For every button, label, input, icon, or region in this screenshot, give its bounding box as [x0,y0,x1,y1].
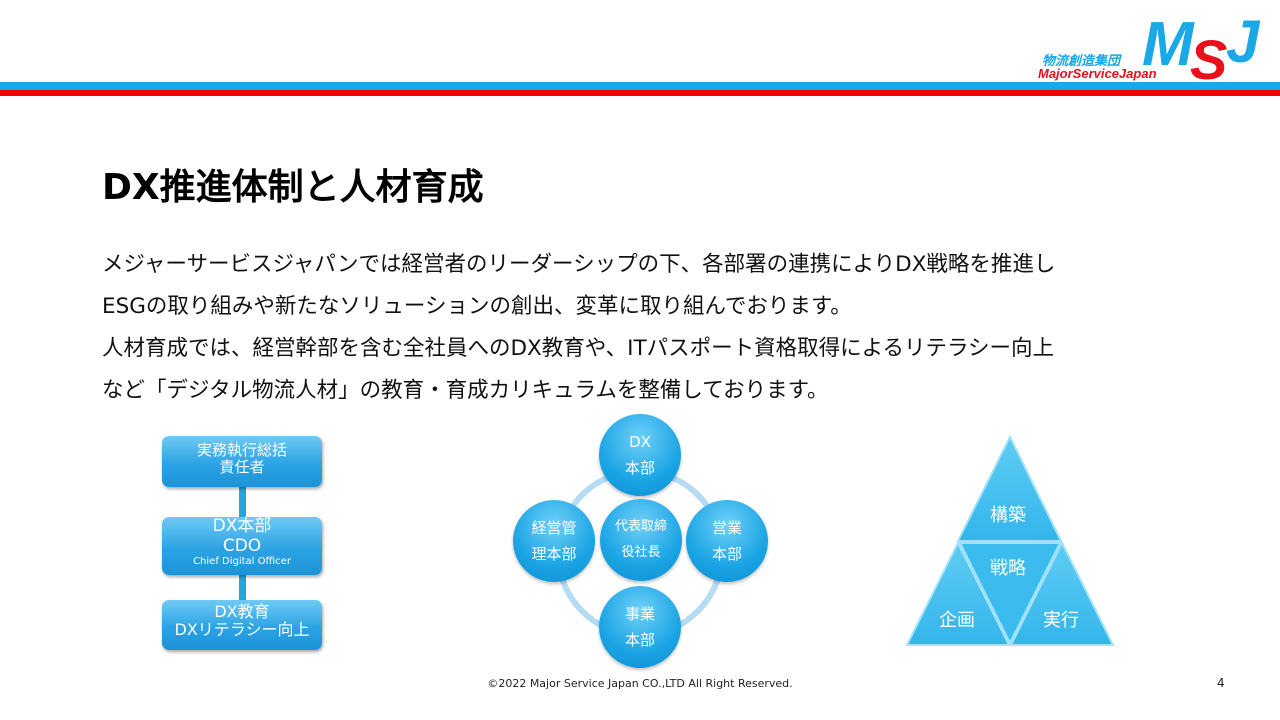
logo-j: J [1226,8,1260,75]
header-red-bar [0,90,1280,96]
org-box-line: CDO [222,535,262,556]
circle-management: 経営管理本部 [513,500,595,582]
body-text: メジャーサービスジャパンでは経営者のリーダーシップの下、各部署の連携によりDX戦… [102,244,1055,412]
circle-label: 代表取締 [614,519,667,534]
circle-label: DX [629,433,651,451]
page-title: DX推進体制と人材育成 [102,167,484,208]
triangle-left [905,540,1011,646]
org-box-executive: 実務執行総括 責任者 [162,436,322,487]
logo-s: S [1190,28,1228,91]
body-line: メジャーサービスジャパンでは経営者のリーダーシップの下、各部署の連携によりDX戦… [102,252,1056,277]
page-number: 4 [1217,676,1225,690]
circle-label: 理本部 [531,545,577,563]
copyright: ©2022 Major Service Japan CO.,LTD All Ri… [487,677,793,690]
triangle-label-right: 実行 [1043,610,1079,631]
circle-label: 営業 [711,519,742,537]
logo-en: MajorServiceJapan [1038,66,1157,81]
header-blue-bar [0,82,1280,90]
triangle-label-center: 戦略 [990,558,1026,579]
body-line: ESGの取り組みや新たなソリューションの創出、変革に取り組んでおります。 [102,294,852,319]
org-box-dx-education: DX教育 DXリテラシー向上 [162,600,322,650]
org-box-line: DX本部 [212,516,272,536]
circle-label: 本部 [624,631,655,649]
circle-president: 代表取締役社長 [600,499,682,581]
triangle-center [958,542,1062,646]
org-box-line: Chief Digital Officer [193,556,291,568]
body-line: 人材育成では、経営幹部を含む全社員へのDX教育や、ITパスポート資格取得によるリ… [102,336,1055,361]
org-box-line: DX教育 [214,602,270,621]
logo-jp: 物流創造集団 [1042,54,1121,69]
circle-label: 本部 [711,545,742,563]
circle-label: 本部 [624,459,655,477]
org-box-line: 責任者 [219,458,265,477]
circle-business: 事業本部 [599,586,681,668]
logo-m: M [1142,10,1194,79]
circle-label: 経営管 [531,519,577,537]
org-box-dx-hq: DX本部 CDO Chief Digital Officer [162,516,322,575]
org-box-line: 実務執行総括 [196,441,287,459]
circle-dx-hq: DX 本部 [599,414,681,496]
org-connector [239,486,246,518]
body-line: など「デジタル物流人材」の教育・育成カリキュラムを整備しております。 [102,378,829,403]
triangle-label-top: 構築 [990,505,1026,526]
org-connector [239,574,246,600]
circle-label: 役社長 [621,545,661,560]
org-box-line: DXリテラシー向上 [174,620,310,640]
circle-sales: 営業本部 [686,500,768,582]
circle-label: 事業 [624,605,655,623]
triangle-top [956,434,1063,542]
triangle-right [1009,540,1115,646]
company-logo: 物流創造集団 MajorServiceJapan M J S [1030,8,1270,88]
triangle-label-left: 企画 [939,610,975,631]
